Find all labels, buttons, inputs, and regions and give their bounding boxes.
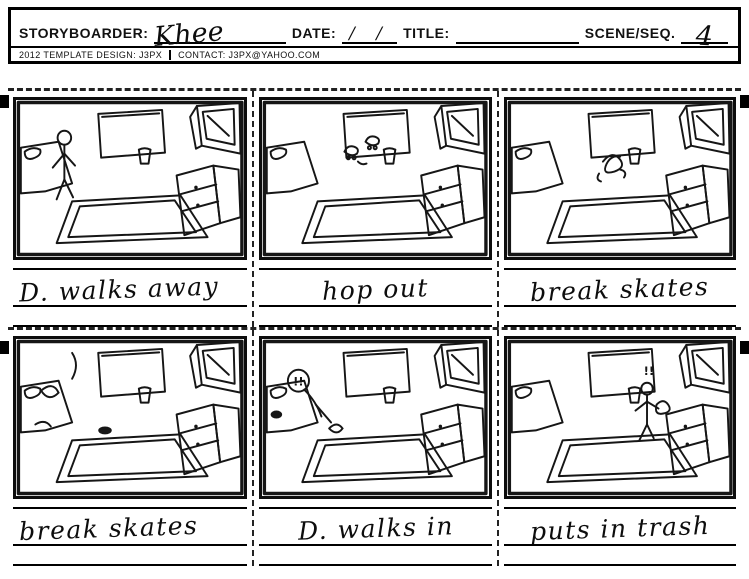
storyboard-row-2: break skates !!: [8, 327, 741, 566]
storyboard-cell-6: !! puts in trash: [496, 330, 741, 566]
room-sketch-skates-breaking: [507, 100, 733, 257]
caption-line: [503, 307, 736, 327]
edge-mark: [0, 341, 9, 354]
panel-frame-5: !!: [259, 336, 492, 499]
caption-text: break skates: [529, 271, 710, 307]
template-credit: 2012 TEMPLATE DESIGN: J3PX: [19, 49, 163, 60]
edge-mark: [0, 95, 9, 108]
panel-frame-3: [503, 97, 736, 260]
caption-line: [13, 546, 248, 566]
exclamation-annotation: !!: [294, 375, 304, 389]
panel-frame-6: !!: [503, 336, 736, 499]
date-value: / /: [349, 24, 391, 44]
edge-mark: [740, 341, 749, 354]
caption-text: D. walks away: [18, 271, 220, 307]
storyboard-cell-4: break skates: [8, 330, 252, 566]
panel-frame-4: [13, 336, 248, 499]
storyboarder-label: STORYBOARDER:: [19, 25, 149, 41]
caption-area-3: break skates: [503, 268, 736, 327]
panel-caption-3: break skates: [503, 270, 736, 307]
storyboard-cell-3: break skates: [496, 91, 741, 327]
exclamation-annotation: !!: [643, 364, 653, 378]
caption-area-2: hop out: [259, 268, 492, 327]
edge-mark: [740, 95, 749, 108]
panel-caption-4: break skates: [13, 509, 248, 546]
title-label: TITLE:: [403, 25, 450, 41]
contact-info: CONTACT: J3PX@YAHOO.COM: [178, 49, 321, 60]
caption-text: break skates: [18, 510, 199, 546]
panel-caption-6: puts in trash: [503, 509, 736, 546]
caption-area-5: D. walks in: [259, 507, 492, 566]
scene-seq-value: 4: [695, 20, 714, 53]
room-sketch-skates-broken: [16, 339, 244, 496]
storyboard-cell-1: D. walks away: [8, 91, 252, 327]
panel-frame-2: [259, 97, 492, 260]
caption-area-4: break skates: [13, 507, 248, 566]
caption-line: [13, 307, 248, 327]
broken-skates-debris-sketch: [34, 351, 112, 435]
skates-sketch: [343, 135, 381, 166]
stick-figure-sketch: [51, 129, 76, 201]
credit-divider: [169, 49, 172, 60]
panel-caption-2: hop out: [259, 270, 492, 307]
storyboarder-signature: Khee: [153, 16, 226, 53]
scene-seq-label: SCENE/SEQ.: [584, 25, 676, 41]
caption-area-6: puts in trash: [503, 507, 736, 566]
storyboard-cell-5: !! D. walks in: [252, 330, 496, 566]
surprised-figure-sketch: !!: [270, 368, 345, 434]
title-field: [455, 18, 579, 44]
caption-text: puts in trash: [529, 510, 711, 546]
date-label: DATE:: [291, 25, 337, 41]
broken-skates-sketch: [596, 154, 626, 183]
room-sketch-figure-walks-in: !!: [262, 339, 488, 496]
room-sketch-figure-walks-away: [16, 100, 244, 257]
panel-frame-1: [13, 97, 248, 260]
scene-seq-field: 4: [681, 18, 728, 53]
caption-line: [259, 546, 492, 566]
figure-with-trash-sketch: !!: [634, 364, 671, 442]
panel-caption-5: D. walks in: [259, 509, 492, 546]
header-credits: 2012 TEMPLATE DESIGN: J3PX CONTACT: J3PX…: [11, 46, 738, 61]
header-fields: STORYBOARDER: Khee DATE: / / TITLE: SCEN…: [11, 10, 738, 53]
panel-caption-1: D. walks away: [13, 270, 248, 307]
caption-line: [259, 307, 492, 327]
caption-area-1: D. walks away: [13, 268, 248, 327]
storyboard-row-1: D. walks away: [8, 88, 741, 327]
storyboarder-field: Khee: [153, 16, 286, 53]
caption-line: [503, 546, 736, 566]
storyboard-cell-2: hop out: [252, 91, 496, 327]
date-field: / /: [342, 18, 398, 44]
caption-text: hop out: [321, 273, 430, 306]
caption-text: D. walks in: [297, 511, 454, 546]
room-sketch-skates-hop-out: [262, 100, 488, 257]
header: STORYBOARDER: Khee DATE: / / TITLE: SCEN…: [8, 7, 741, 64]
storyboard-grid: D. walks away: [8, 88, 741, 566]
room-sketch-figure-puts-in-trash: !!: [507, 339, 733, 496]
